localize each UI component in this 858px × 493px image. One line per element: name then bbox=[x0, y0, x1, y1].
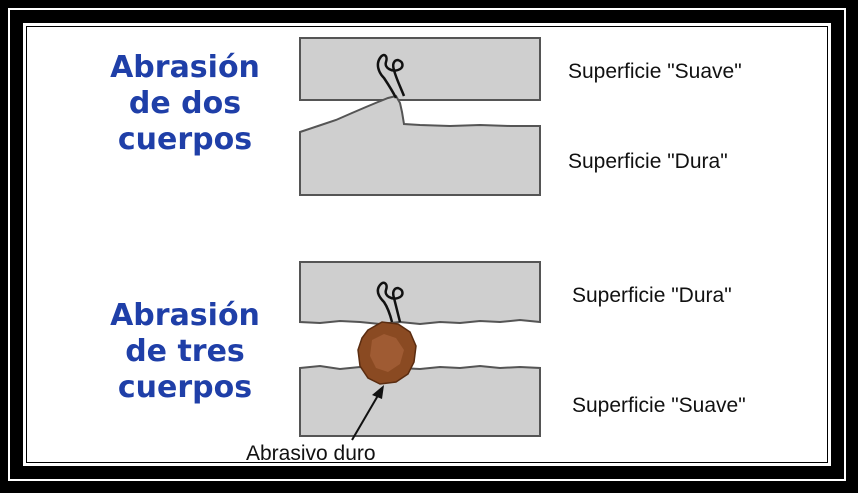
three-body-title-line-1: Abrasión bbox=[110, 298, 260, 333]
two-body-chip-curl bbox=[376, 53, 406, 99]
two-body-top-label: Superficie "Suave" bbox=[568, 60, 742, 83]
panel-inner-border bbox=[26, 26, 828, 463]
abrasive-particle-shading bbox=[370, 334, 404, 372]
three-body-top-label: Superficie "Dura" bbox=[572, 284, 732, 307]
three-body-chip-curl bbox=[376, 281, 404, 323]
two-body-top-block bbox=[299, 37, 541, 101]
two-body-bottom-block bbox=[299, 94, 541, 196]
three-body-title-line-2: de tres bbox=[125, 334, 245, 369]
particle-pointer-line bbox=[351, 391, 381, 441]
particle-pointer-arrowhead bbox=[372, 385, 384, 399]
two-body-title-line-3: cuerpos bbox=[117, 122, 253, 157]
three-body-title: Abrasión de tres cuerpos bbox=[80, 298, 290, 406]
three-body-bottom-label: Superficie "Suave" bbox=[572, 394, 746, 417]
two-body-title: Abrasión de dos cuerpos bbox=[80, 50, 290, 158]
three-body-bottom-block bbox=[299, 364, 541, 437]
three-body-top-block bbox=[299, 261, 541, 326]
abrasive-particle-label: Abrasivo duro bbox=[246, 442, 376, 465]
two-body-title-line-1: Abrasión bbox=[110, 50, 260, 85]
two-body-title-line-2: de dos bbox=[128, 86, 242, 121]
three-body-title-line-3: cuerpos bbox=[117, 370, 253, 405]
frame-outline bbox=[8, 8, 846, 481]
two-body-bottom-label: Superficie "Dura" bbox=[568, 150, 728, 173]
